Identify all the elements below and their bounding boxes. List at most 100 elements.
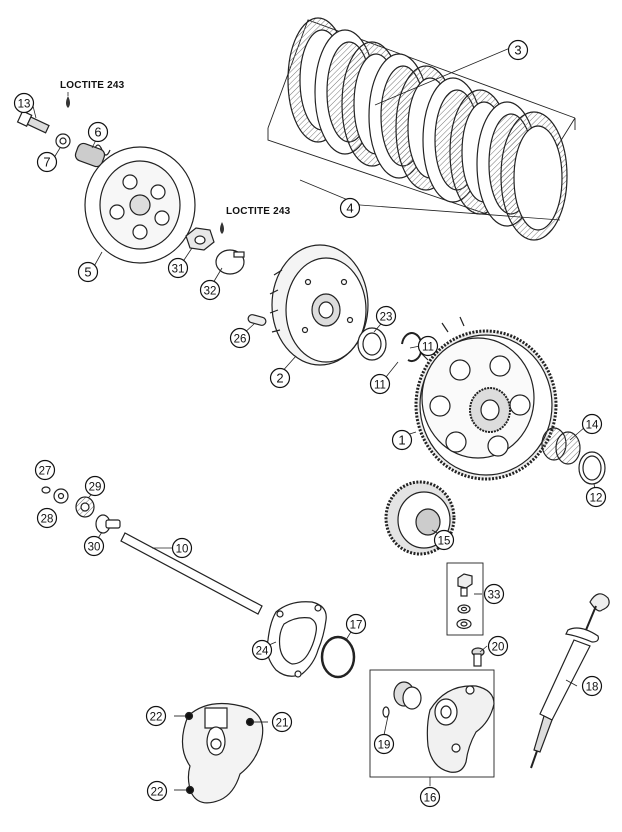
callout-number: 29 [89,482,102,494]
callout-c33: 33 [483,583,505,605]
callout-c6: 6 [87,121,109,143]
cover-gasket-and-o-ring [266,601,356,679]
callout-circle [145,705,167,727]
callout-c32: 32 [199,279,221,301]
callout-c17: 17 [345,613,367,635]
callout-number: 26 [234,334,247,346]
callout-number: 15 [438,536,451,548]
callout-circle [77,261,99,283]
bleed-screw-kit [446,562,484,636]
callout-circle [339,197,361,219]
loctite-label-top: LOCTITE 243 [60,80,125,91]
callout-c16: 16 [419,786,441,808]
callout-circle [507,39,529,61]
callout-circle [345,613,367,635]
inner-clutch-hub [247,244,369,366]
callout-number: 12 [590,493,603,505]
callout-number: 2 [276,371,283,386]
callout-c1: 1 [391,429,413,451]
callout-number: 4 [346,201,353,216]
callout-number: 28 [41,514,54,526]
callout-circle [167,257,189,279]
callout-c18: 18 [581,675,603,697]
callout-circle [84,475,106,497]
callout-number: 20 [492,642,505,654]
callout-c11b: 11 [369,373,391,395]
callout-number: 14 [586,420,599,432]
nut-and-lockwasher [185,222,245,275]
callout-c31: 31 [167,257,189,279]
callout-number: 3 [514,43,521,58]
callout-circle [581,413,603,435]
callout-circle [487,635,509,657]
callout-c3: 3 [507,39,529,61]
callout-c2: 2 [269,367,291,389]
callout-c29: 29 [84,475,106,497]
callout-number: 31 [172,264,185,276]
callout-circle [271,711,293,733]
callout-circle [146,780,168,802]
callout-circle [373,733,395,755]
callout-c20: 20 [487,635,509,657]
callout-circle [36,507,58,529]
callout-c13: 13 [13,92,35,114]
callout-circle [229,327,251,349]
callout-c19: 19 [373,733,395,755]
callout-number: 30 [88,542,101,554]
callout-circle [13,92,35,114]
screw-13 [16,110,50,134]
callout-number: 5 [84,265,91,280]
callout-circle [369,373,391,395]
callout-circle [83,535,105,557]
callout-circle [419,786,441,808]
callout-c27: 27 [34,459,56,481]
callout-circle [199,279,221,301]
callout-number: 10 [176,544,189,556]
callout-circle [585,486,607,508]
callout-circle [269,367,291,389]
callout-circle [36,151,58,173]
callout-number: 33 [488,590,501,602]
callout-number: 7 [43,155,50,170]
callout-number: 32 [204,286,217,298]
callout-c24: 24 [251,639,273,661]
callout-number: 13 [18,99,31,111]
callout-c28: 28 [36,507,58,529]
grease-syringe [530,593,610,769]
callout-number: 27 [39,466,52,478]
callout-c26: 26 [229,327,251,349]
callout-number: 16 [424,793,437,805]
callout-number: 21 [276,718,289,730]
callout-number: 23 [380,312,393,324]
callout-circle [251,639,273,661]
callout-circle [417,335,439,357]
callout-number: 1 [398,433,405,448]
callout-number: 22 [151,787,164,799]
callout-number: 17 [350,620,363,632]
clutch-basket-primary-gear [414,316,558,481]
callout-c7: 7 [36,151,58,173]
callout-circle [87,121,109,143]
callout-circle [391,429,413,451]
clutch-plate-pack [267,17,576,241]
callout-c21: 21 [271,711,293,733]
callout-number: 18 [586,682,599,694]
callout-number: 11 [374,380,386,392]
callout-c14: 14 [581,413,603,435]
callout-number: 19 [378,740,391,752]
callout-c12: 12 [585,486,607,508]
slave-cylinder-assembly [369,669,495,778]
thrust-washer-and-circlips [357,327,423,363]
pressure-plate-assembly [16,92,196,264]
callout-c10: 10 [171,537,193,559]
callout-circle [433,529,455,551]
callout-number: 24 [256,646,269,658]
callout-c23: 23 [375,305,397,327]
screw-20 [471,647,485,667]
callout-number: 6 [94,125,101,140]
callout-c30: 30 [83,535,105,557]
callout-circle [34,459,56,481]
callout-c11a: 11 [417,335,439,357]
